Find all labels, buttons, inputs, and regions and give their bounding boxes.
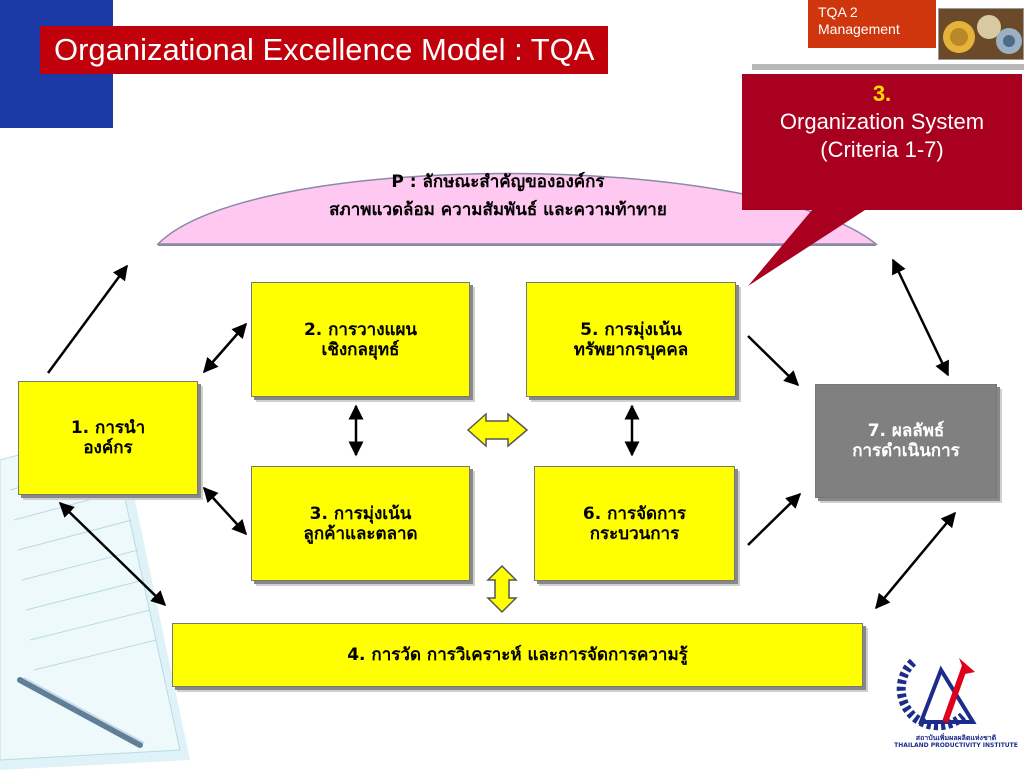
badge-line1: TQA 2 bbox=[818, 4, 858, 20]
box-process-management: 6. การจัดการ กระบวนการ bbox=[534, 466, 735, 581]
organization-system-callout: 3. Organization System (Criteria 1-7) bbox=[742, 74, 1022, 210]
box-leadership-line1: 1. การนำ bbox=[70, 418, 146, 438]
box-leadership-line2: องค์กร bbox=[83, 438, 133, 458]
profile-line1: P : ลักษณะสำคัญขององค์กร bbox=[391, 172, 605, 192]
tpi-logo-thai: สถาบันเพิ่มผลผลิตแห่งชาติ bbox=[915, 734, 997, 742]
tpi-logo-english: THAILAND PRODUCTIVITY INSTITUTE bbox=[894, 742, 1018, 749]
box-customer-focus-line2: ลูกค้าและตลาด bbox=[303, 523, 418, 544]
arrow-results-measurement bbox=[875, 511, 956, 610]
arrow-leadership-strategy bbox=[203, 322, 247, 374]
box-measurement: 4. การวัด การวิเคราะห์ และการจัดการความร… bbox=[172, 623, 863, 687]
tpi-logo bbox=[896, 658, 977, 731]
tqa-badge: TQA 2 Management bbox=[808, 0, 936, 48]
box-leadership: 1. การนำ องค์กร bbox=[18, 381, 198, 495]
callout-shape bbox=[742, 74, 1022, 286]
box-process-management-line1: 6. การจัดการ bbox=[582, 503, 687, 524]
box-strategic-planning-line2: เชิงกลยุทธ์ bbox=[321, 339, 400, 360]
arrow-leadership-customer bbox=[202, 486, 248, 536]
block-arrow-horizontal bbox=[466, 412, 529, 448]
page-title: Organizational Excellence Model : TQA bbox=[40, 26, 609, 74]
box-workforce-focus-line1: 5. การมุ่งเน้น bbox=[580, 319, 682, 340]
box-strategic-planning: 2. การวางแผน เชิงกลยุทธ์ bbox=[251, 282, 470, 397]
tpi-logo-caption: สถาบันเพิ่มผลผลิตแห่งชาติ THAILAND PRODU… bbox=[888, 734, 1024, 750]
header-divider bbox=[752, 64, 1024, 70]
callout-number: 3. bbox=[872, 81, 892, 106]
profile-line2: สภาพแวดล้อม ความสัมพันธ์ และความท้าทาย bbox=[329, 200, 667, 220]
arrow-leadership-to-profile bbox=[46, 264, 129, 374]
callout-line1: Organization System bbox=[779, 109, 985, 134]
block-arrow-vertical bbox=[486, 564, 518, 614]
box-customer-focus-line1: 3. การมุ่งเน้น bbox=[309, 503, 412, 524]
box-process-management-line2: กระบวนการ bbox=[589, 523, 680, 544]
arrow-results-profile bbox=[891, 258, 950, 377]
box-results-line1: 7. ผลลัพธ์ bbox=[867, 421, 945, 441]
organizational-profile: P : ลักษณะสำคัญขององค์กร สภาพแวดล้อม ควา… bbox=[258, 168, 738, 224]
box-results-line2: การดำเนินการ bbox=[852, 441, 960, 461]
arrow-workforce-results bbox=[747, 335, 800, 387]
box-results: 7. ผลลัพธ์ การดำเนินการ bbox=[815, 384, 997, 498]
arrow-leadership-measurement bbox=[58, 501, 167, 607]
management-photo bbox=[938, 8, 1024, 60]
box-measurement-line1: 4. การวัด การวิเคราะห์ และการจัดการความร… bbox=[347, 645, 688, 665]
badge-line2: Management bbox=[818, 21, 900, 37]
box-customer-focus: 3. การมุ่งเน้น ลูกค้าและตลาด bbox=[251, 466, 470, 581]
box-workforce-focus-line2: ทรัพยากรบุคคล bbox=[573, 339, 689, 360]
arrow-process-results bbox=[747, 492, 802, 546]
callout-line2: (Criteria 1-7) bbox=[820, 137, 944, 162]
box-workforce-focus: 5. การมุ่งเน้น ทรัพยากรบุคคล bbox=[526, 282, 736, 397]
box-strategic-planning-line1: 2. การวางแผน bbox=[303, 319, 418, 340]
